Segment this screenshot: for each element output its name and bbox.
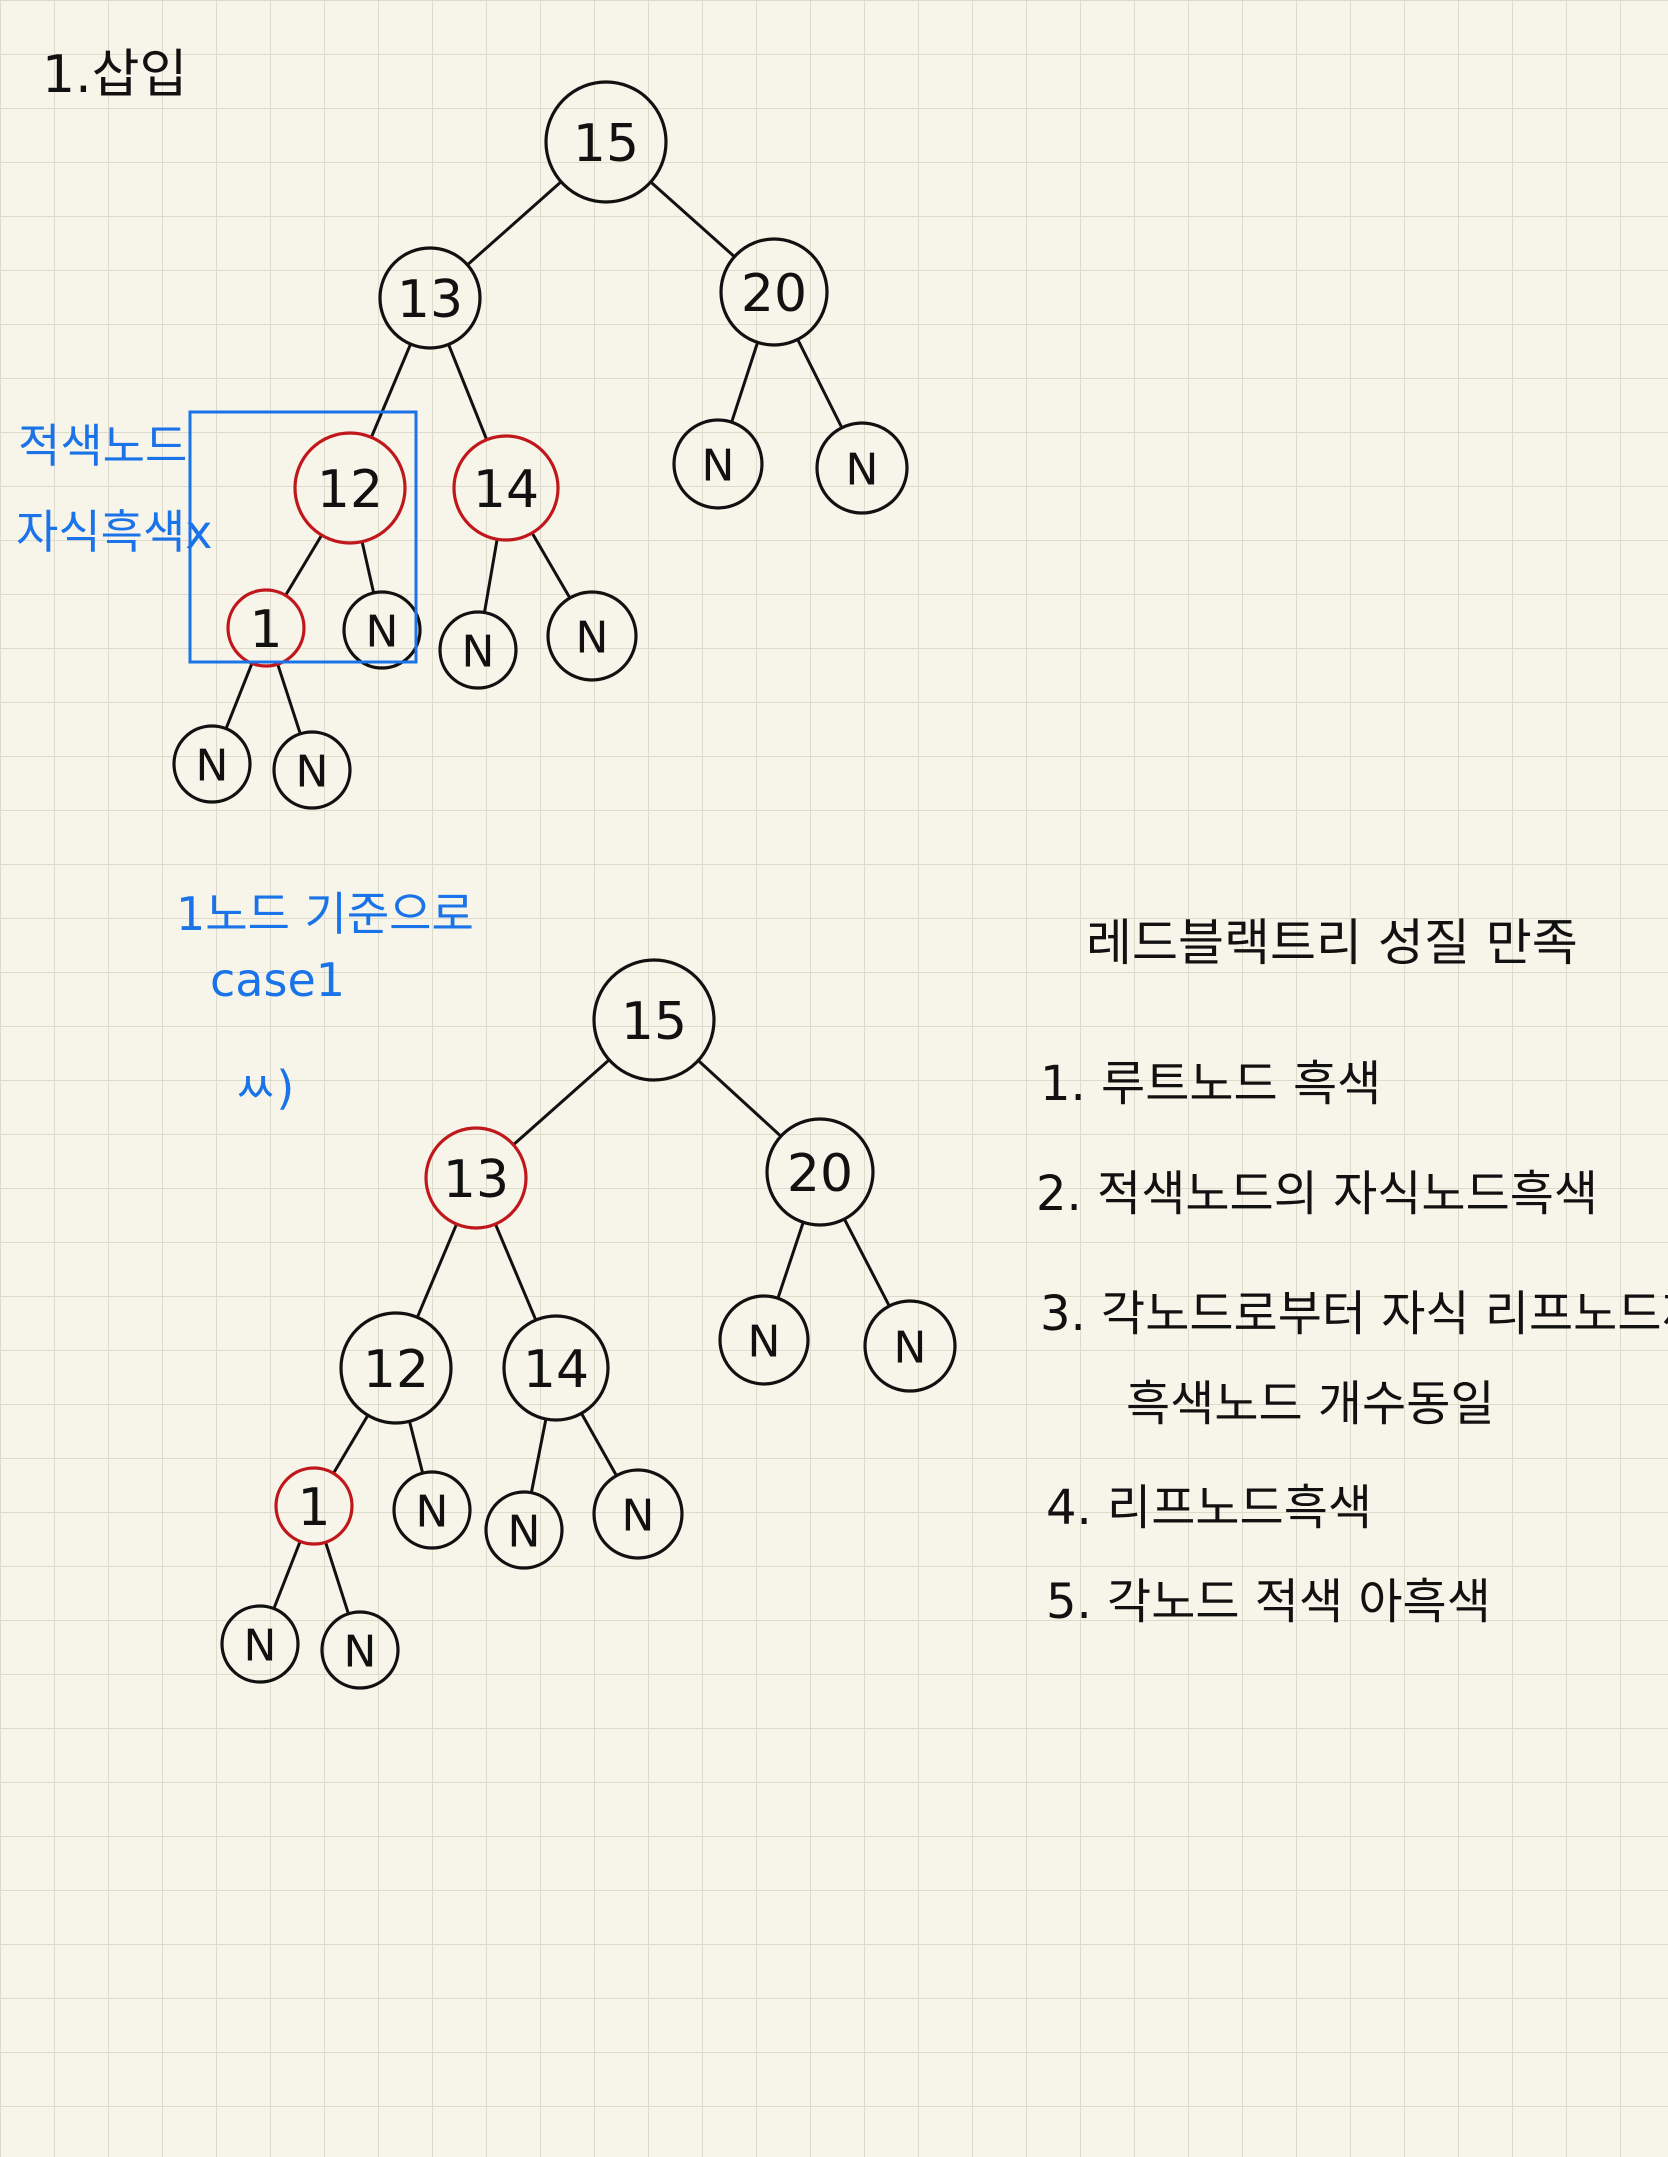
tree-edge-n14-n14L <box>529 1418 548 1494</box>
nil-node-circle <box>220 1604 300 1684</box>
rule-item-4: 4. 리프노드흑색 <box>1046 1480 1372 1536</box>
nil-node-circle <box>172 724 252 804</box>
tree-node-circle-1 <box>226 588 306 668</box>
tree-edge-n15-n20 <box>649 180 736 258</box>
tree-node-circle-20 <box>765 1117 875 1227</box>
tree-edge-n14-n14R <box>580 1412 618 1477</box>
tree-edge-n12-n1 <box>332 1414 370 1475</box>
tree-edge-n13-n14 <box>494 1223 538 1321</box>
tree-node-label-20: 20 <box>741 264 807 324</box>
tree-edge-n20-n20R <box>796 338 844 429</box>
nil-node-circle <box>592 1468 684 1560</box>
tree-node-circle-13 <box>424 1126 528 1230</box>
nil-node-label: N <box>576 613 609 664</box>
nil-node-circle <box>863 1299 957 1393</box>
nil-node-circle <box>718 1294 810 1386</box>
tree-edge-n1-n1R <box>324 1541 350 1615</box>
case-note-line-2: case1 <box>210 953 345 1007</box>
tree-node-label-1: 1 <box>297 1478 330 1538</box>
nil-node-circle <box>342 590 422 670</box>
nil-node-circle <box>815 421 909 515</box>
case-note-line-1: 1노드 기준으로 <box>176 887 474 941</box>
tree-edge-n20-n20R <box>843 1218 891 1307</box>
case-note-line-3: ㅆ) <box>234 1061 294 1115</box>
nil-node-label: N <box>702 441 735 492</box>
nil-node-label: N <box>894 1323 927 1374</box>
tree-node-label-13: 13 <box>397 270 463 330</box>
nil-node-label: N <box>196 741 229 792</box>
nil-node-label: N <box>622 1491 655 1542</box>
tree-edge-n15-n20 <box>697 1059 782 1138</box>
annotation-line-2: 자식흑색x <box>16 505 213 559</box>
tree-node-label-14: 14 <box>523 1340 589 1400</box>
nil-node-circle <box>438 610 518 690</box>
nil-node-label: N <box>344 1627 377 1678</box>
tree-edge-n14-n14L <box>482 538 499 613</box>
tree-node-label-14: 14 <box>473 460 539 520</box>
nil-node-label: N <box>748 1317 781 1368</box>
tree-node-circle-12 <box>339 1311 453 1425</box>
tree-edge-n20-n20L <box>730 341 760 423</box>
nil-node-label: N <box>244 1621 277 1672</box>
tree-node-label-12: 12 <box>317 460 383 520</box>
tree-edge-n15-n13 <box>512 1058 611 1146</box>
highlight-box <box>188 410 418 664</box>
tree-node-label-20: 20 <box>787 1144 853 1204</box>
tree-edge-n13-n12 <box>415 1223 458 1318</box>
tree-node-label-12: 12 <box>363 1340 429 1400</box>
tree-edge-n13-n12 <box>369 343 412 438</box>
tree-edge-n1-n1L <box>224 662 254 730</box>
tree-node-label-15: 15 <box>573 114 639 174</box>
tree-edge-n1-n1L <box>272 1540 302 1610</box>
tree-edge-n12-n12R <box>408 1420 425 1474</box>
tree-node-label-15: 15 <box>621 992 687 1052</box>
nil-node-label: N <box>366 607 399 658</box>
rule-item-1: 1. 루트노드 흑색 <box>1040 1056 1381 1112</box>
nil-node-label: N <box>296 747 329 798</box>
tree-node-label-13: 13 <box>443 1150 509 1210</box>
tree-node-circle-13 <box>378 246 482 350</box>
tree-edge-n12-n1 <box>284 534 323 597</box>
page-title: 1.삽입 <box>42 45 187 105</box>
tree-node-circle-14 <box>452 434 560 542</box>
tree-node-label-1: 1 <box>249 600 282 660</box>
rules-title: 레드블랙트리 성질 만족 <box>1086 914 1578 972</box>
nil-node-label: N <box>462 627 495 678</box>
rule-item-5: 5. 각노드 적색 아흑색 <box>1046 1574 1491 1630</box>
tree-edge-n15-n13 <box>466 180 563 266</box>
tree-node-circle-12 <box>293 431 407 545</box>
tree-edge-n14-n14R <box>530 532 572 599</box>
tree-edge-n12-n12R <box>360 541 376 594</box>
nil-node-circle <box>320 1610 400 1690</box>
tree-edge-n13-n14 <box>447 343 489 441</box>
tree-node-circle-1 <box>274 1466 354 1546</box>
nil-node-label: N <box>416 1487 449 1538</box>
tree-node-circle-15 <box>544 80 668 204</box>
rule-item-3-cont: 흑색노드 개수동일 <box>1126 1376 1495 1432</box>
nil-node-label: N <box>508 1507 541 1558</box>
rule-item-2: 2. 적색노드의 자식노드흑색 <box>1036 1166 1598 1222</box>
nil-node-circle <box>484 1490 564 1570</box>
nil-node-circle <box>272 730 352 810</box>
nil-node-circle <box>672 418 764 510</box>
annotation-line-1: 적색노드 <box>18 419 187 473</box>
nil-node-circle <box>392 1470 472 1550</box>
tree-node-circle-15 <box>592 958 716 1082</box>
rule-item-3: 3. 각노드로부터 자식 리프노드까지 <box>1040 1286 1668 1342</box>
tree-edge-n1-n1R <box>276 663 302 735</box>
tree-edge-n20-n20L <box>776 1221 805 1299</box>
nil-node-circle <box>546 590 638 682</box>
tree-node-circle-14 <box>502 1314 610 1422</box>
nil-node-label: N <box>846 445 879 496</box>
tree-node-circle-20 <box>719 237 829 347</box>
